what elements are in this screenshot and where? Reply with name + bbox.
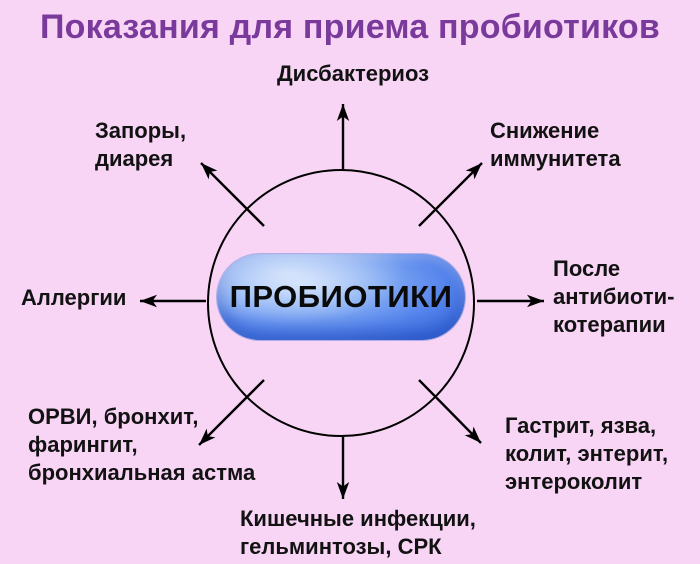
label-line: Дисбактериоз [277,61,430,86]
label-line: Аллергии [21,285,127,310]
label-line: Гастрит, язва, [505,413,657,438]
label-line: энтероколит [505,469,643,494]
label-line: гельминтозы, СРК [240,534,442,559]
pill-label: ПРОБИОТИКИ [229,279,453,314]
label-line: котерапии [553,312,666,337]
label-orvi-bronchitis-asthma: ОРВИ, бронхит, фарингит, бронхиальная ас… [28,403,255,487]
label-line: Запоры, [95,118,187,143]
label-line: иммунитета [490,146,621,171]
label-allergies: Аллергии [21,284,126,312]
label-immunity-decrease: Снижение иммунитета [490,117,621,173]
label-line: ОРВИ, бронхит, [28,404,199,429]
label-line: Снижение [490,118,600,143]
label-line: Кишечные инфекции, [240,506,476,531]
label-line: После [553,256,621,281]
page-title: Показания для приема пробиотиков [40,8,660,46]
label-line: колит, энтерит, [505,441,669,466]
label-line: диарея [95,146,174,171]
label-gastritis-ulcer-colitis: Гастрит, язва, колит, энтерит, энтерокол… [505,412,668,496]
label-dysbacteriosis: Дисбактериоз [277,60,429,88]
label-after-antibiotic-therapy: После антибиоти- котерапии [553,255,674,339]
probiotics-pill: ПРОБИОТИКИ [217,254,465,340]
label-constipation-diarrhea: Запоры, диарея [95,117,186,173]
label-intestinal-infections: Кишечные инфекции, гельминтозы, СРК [240,505,476,561]
center-circle [207,169,475,437]
label-line: бронхиальная астма [28,460,256,485]
label-line: антибиоти- [553,284,675,309]
label-line: фарингит, [28,432,138,457]
